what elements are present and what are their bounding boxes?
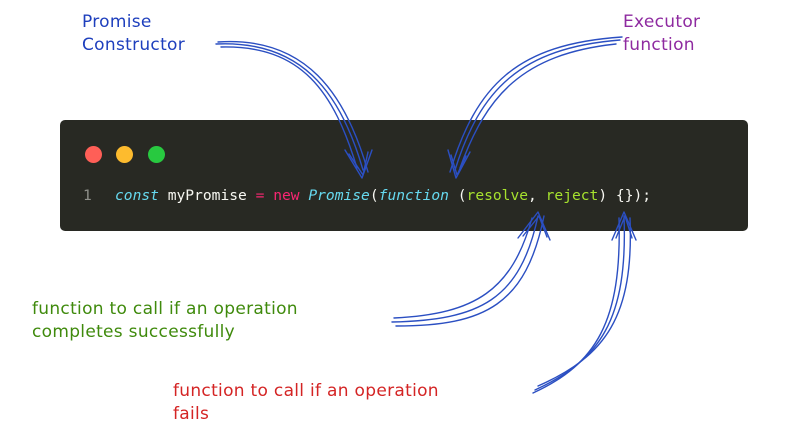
promise-constructor-note-line-2: Constructor — [82, 35, 186, 55]
line-number: 1 — [83, 187, 92, 204]
reject-explanation-line-1: function to call if an operation — [173, 381, 439, 401]
executor-function-note-line-2: function — [623, 35, 695, 55]
equals-operator: = — [255, 187, 265, 204]
open-args-paren: ( — [448, 187, 467, 204]
reject-param: reject — [545, 187, 599, 204]
promise-constructor-note-line-1: Promise — [82, 12, 152, 32]
comma-token: , — [528, 187, 546, 204]
resolve-explanation-line-2: completes successfully — [32, 322, 236, 342]
close-window-dot — [85, 146, 102, 163]
resolve-explanation-line-1: function to call if an operation — [32, 299, 298, 319]
open-paren: ( — [369, 187, 379, 204]
space-token — [264, 187, 273, 204]
reject-explanation-line-2: fails — [173, 404, 210, 424]
function-keyword: function — [378, 187, 449, 204]
const-keyword: const — [115, 187, 159, 204]
resolve-explanation-note: function to call if an operation complet… — [32, 298, 298, 344]
variable-name: myPromise — [158, 187, 256, 204]
promise-class-name: Promise — [308, 187, 370, 204]
new-keyword: new — [273, 187, 300, 204]
executor-function-note-line-1: Executor — [623, 12, 701, 32]
reject-explanation-note: function to call if an operation fails — [173, 380, 439, 426]
executor-function-note: Executor function — [623, 11, 700, 57]
promise-constructor-note: Promise Constructor — [82, 11, 185, 57]
reject-arrow — [532, 211, 637, 394]
minimize-window-dot — [116, 146, 133, 163]
code-tail: ) {}); — [598, 187, 652, 204]
maximize-window-dot — [148, 146, 165, 163]
resolve-param: resolve — [466, 187, 529, 204]
